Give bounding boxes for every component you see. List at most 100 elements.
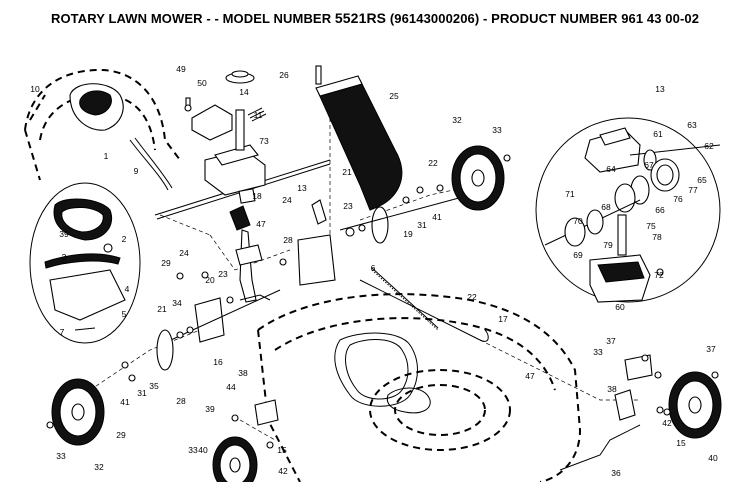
callout-15: 15: [277, 445, 287, 455]
callout-22: 22: [428, 158, 438, 168]
callout-61: 61: [653, 129, 663, 139]
callout-39: 39: [59, 229, 69, 239]
callout-28: 28: [176, 396, 186, 406]
callout-38: 38: [238, 368, 248, 378]
hardware: [121, 104, 662, 422]
front-axle-bracket: [156, 289, 281, 371]
transmission-assembly: [154, 70, 331, 220]
callout-38: 38: [607, 384, 617, 394]
wheel-rear-right: [451, 145, 511, 211]
callout-26: 26: [279, 70, 289, 80]
callout-67: 67: [644, 160, 654, 170]
wheel-front-center: [212, 436, 258, 482]
callout-5: 5: [122, 309, 127, 319]
title-model-number: 5521RS: [334, 10, 387, 26]
callout-28: 28: [283, 235, 293, 245]
title-suffix: (96143000206) - PRODUCT NUMBER 961 43 00…: [389, 11, 700, 26]
mower-deck: [257, 293, 582, 482]
callout-3: 3: [62, 252, 67, 262]
callout-42: 42: [278, 466, 288, 476]
callout-75: 75: [646, 221, 656, 231]
callout-16: 16: [213, 357, 223, 367]
callout-40: 40: [708, 453, 718, 463]
callout-25: 25: [389, 91, 399, 101]
callout-13: 13: [655, 84, 665, 94]
callout-41: 41: [120, 397, 130, 407]
callout-60: 60: [615, 302, 625, 312]
handle-detail-inset: [29, 182, 141, 344]
callout-21: 21: [157, 304, 167, 314]
callout-33: 33: [492, 125, 502, 135]
callout-49: 49: [176, 64, 186, 74]
callout-40: 40: [198, 445, 208, 455]
callout-37: 37: [606, 336, 616, 346]
callout-65: 65: [697, 175, 707, 185]
callout-18: 18: [252, 191, 262, 201]
callout-47: 47: [256, 219, 266, 229]
callout-71: 71: [565, 189, 575, 199]
callout-42: 42: [662, 418, 672, 428]
callout-70: 70: [573, 216, 583, 226]
callout-23: 23: [218, 269, 228, 279]
callout-1: 1: [104, 151, 109, 161]
callout-9: 9: [134, 166, 139, 176]
callout-24: 24: [282, 195, 292, 205]
wheel-front-left: [46, 378, 105, 446]
callout-69: 69: [573, 250, 583, 260]
callout-22: 22: [467, 292, 477, 302]
callout-37: 37: [706, 344, 716, 354]
callout-20: 20: [205, 275, 215, 285]
callout-62: 62: [704, 141, 714, 151]
callout-32: 32: [452, 115, 462, 125]
callout-10: 10: [30, 84, 40, 94]
callout-72: 72: [654, 270, 664, 280]
callout-23: 23: [343, 201, 353, 211]
callout-36: 36: [611, 468, 621, 478]
callout-6: 6: [371, 263, 376, 273]
callout-35: 35: [149, 381, 159, 391]
callout-29: 29: [116, 430, 126, 440]
callout-78: 78: [652, 232, 662, 242]
callout-14: 14: [239, 87, 249, 97]
callout-31: 31: [137, 388, 147, 398]
callout-17: 17: [498, 314, 508, 324]
callout-32: 32: [94, 462, 104, 472]
callout-15: 15: [676, 438, 686, 448]
callout-66: 66: [655, 205, 665, 215]
assembly-lines: [89, 90, 640, 441]
callout-76: 76: [673, 194, 683, 204]
wheel-rear-left: [668, 371, 722, 439]
callout-44: 44: [226, 382, 236, 392]
callout-79: 79: [603, 240, 613, 250]
callout-39: 39: [205, 404, 215, 414]
callout-11: 11: [254, 110, 263, 120]
title-prefix: ROTARY LAWN MOWER - - MODEL NUMBER: [50, 11, 332, 26]
callout-21: 21: [342, 167, 352, 177]
callout-34: 34: [172, 298, 182, 308]
height-adjuster: [229, 205, 263, 303]
callout-64: 64: [606, 164, 616, 174]
callout-19: 19: [403, 229, 413, 239]
gearbox-detail-inset: [535, 117, 721, 303]
height-spring-and-rod: [359, 267, 489, 342]
callout-68: 68: [601, 202, 611, 212]
right-axle: [254, 354, 671, 471]
callout-63: 63: [687, 120, 697, 130]
callout-2: 2: [122, 234, 127, 244]
callout-50: 50: [197, 78, 207, 88]
callout-77: 77: [688, 185, 698, 195]
callout-4: 4: [125, 284, 130, 294]
callout-41: 41: [432, 212, 442, 222]
rear-flap: [315, 65, 403, 211]
callout-31: 31: [417, 220, 427, 230]
callout-73: 73: [259, 136, 269, 146]
callout-33: 33: [593, 347, 603, 357]
callout-24: 24: [179, 248, 189, 258]
callout-29: 29: [161, 258, 171, 268]
rear-bracket: [297, 186, 471, 286]
callout-33: 33: [188, 445, 198, 455]
page-title: ROTARY LAWN MOWER - - MODEL NUMBER 5521R…: [0, 10, 750, 26]
callout-33: 33: [56, 451, 66, 461]
